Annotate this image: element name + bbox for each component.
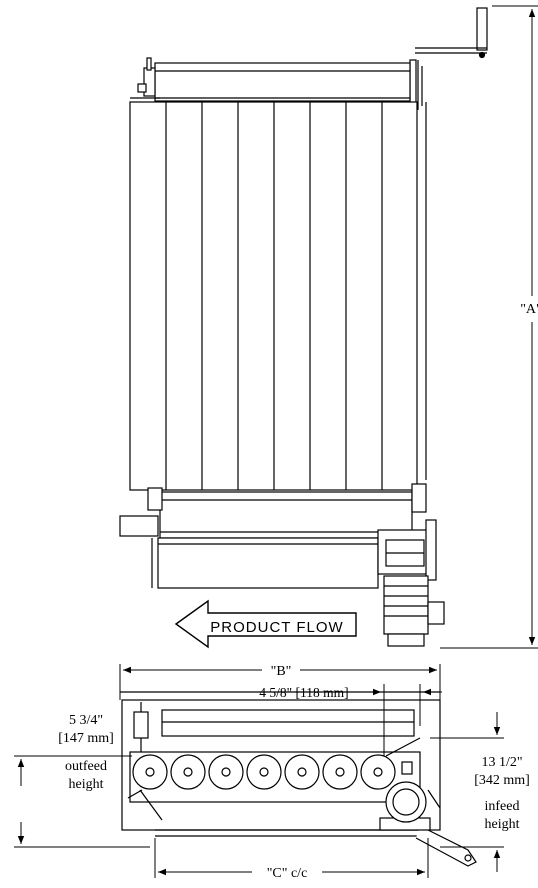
- roller: [284, 754, 320, 790]
- roller: [170, 754, 206, 790]
- roller: [360, 754, 396, 790]
- dimension-c: [154, 838, 429, 878]
- tail-roller-assembly: [130, 57, 411, 102]
- belt-body: [129, 101, 427, 491]
- roller-row: [132, 754, 396, 790]
- crank-handle: [409, 7, 488, 110]
- dimension-b-label: "B": [271, 664, 292, 679]
- roller: [132, 754, 168, 790]
- roller-offset-label: 4 5/8" [118 mm]: [259, 685, 348, 700]
- roller: [322, 754, 358, 790]
- svg-text:height: height: [69, 777, 104, 792]
- outfeed-height-label: 5 3/4" [147 mm] outfeed height: [58, 713, 114, 792]
- dimension-outfeed-height: [14, 755, 150, 848]
- svg-text:[147 mm]: [147 mm]: [58, 731, 114, 746]
- svg-text:[342 mm]: [342 mm]: [474, 773, 530, 788]
- roller: [208, 754, 244, 790]
- dimension-b: [119, 664, 441, 700]
- svg-text:outfeed: outfeed: [65, 759, 107, 774]
- dimension-c-label: "C" c/c: [267, 866, 308, 881]
- product-flow-arrow: [174, 599, 357, 649]
- dimension-infeed-height: [430, 712, 504, 872]
- roller: [246, 754, 282, 790]
- svg-text:13 1/2": 13 1/2": [481, 755, 522, 770]
- dimension-a: [440, 5, 538, 649]
- dimension-a-label: "A": [520, 302, 538, 317]
- svg-text:5 3/4": 5 3/4": [69, 713, 103, 728]
- infeed-height-label: 13 1/2" [342 mm] infeed height: [474, 755, 530, 832]
- drive-end-assembly: [119, 483, 445, 647]
- dimension-roller-offset: [362, 684, 442, 756]
- product-flow-label: PRODUCT FLOW: [210, 619, 343, 636]
- svg-text:infeed: infeed: [485, 799, 520, 814]
- svg-text:height: height: [485, 817, 520, 832]
- top-view: [119, 7, 488, 649]
